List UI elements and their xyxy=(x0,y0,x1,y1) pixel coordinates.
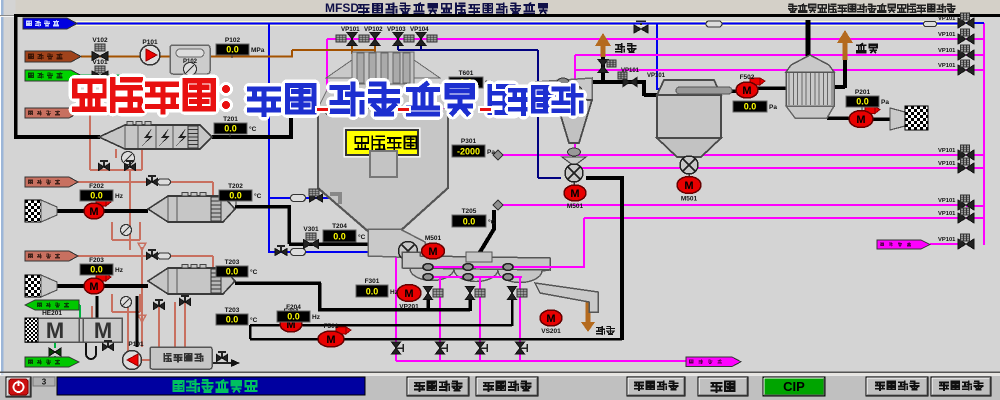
svg-text:0.0: 0.0 xyxy=(224,124,237,134)
svg-text:VP101: VP101 xyxy=(621,68,640,74)
svg-text:T203: T203 xyxy=(225,307,240,314)
svg-text:F204: F204 xyxy=(286,304,301,311)
svg-text:P301: P301 xyxy=(461,138,477,145)
svg-text:°C: °C xyxy=(250,268,258,276)
svg-text:-2000: -2000 xyxy=(457,147,480,157)
svg-text:VP101: VP101 xyxy=(341,26,360,33)
svg-text:Pa: Pa xyxy=(769,104,777,111)
svg-text:0.0: 0.0 xyxy=(366,287,379,297)
svg-text:M: M xyxy=(570,188,579,200)
svg-text:VP201: VP201 xyxy=(399,304,419,311)
svg-text:M501: M501 xyxy=(567,203,584,210)
svg-text:M: M xyxy=(89,281,98,293)
svg-text:F203: F203 xyxy=(89,257,104,264)
svg-text:°C: °C xyxy=(488,218,496,226)
svg-text:T202: T202 xyxy=(228,183,243,190)
svg-text:F202: F202 xyxy=(89,183,104,190)
svg-text:M: M xyxy=(404,288,413,300)
svg-text:Hz: Hz xyxy=(390,289,399,296)
svg-text:VP101: VP101 xyxy=(938,198,956,204)
svg-text:P101: P101 xyxy=(128,341,144,348)
svg-text:HE201: HE201 xyxy=(42,310,62,317)
svg-text:T204: T204 xyxy=(332,223,347,230)
svg-text:3: 3 xyxy=(42,378,47,387)
svg-text:0.0: 0.0 xyxy=(226,315,239,325)
svg-text:°C: °C xyxy=(358,233,366,241)
svg-text:CIP: CIP xyxy=(783,379,805,394)
svg-text:°C: °C xyxy=(254,192,262,200)
svg-text:VP101: VP101 xyxy=(938,161,956,167)
svg-text:V102: V102 xyxy=(92,37,108,44)
svg-text:0.0: 0.0 xyxy=(856,97,869,107)
svg-text:VP102: VP102 xyxy=(364,26,383,33)
svg-text:VP101: VP101 xyxy=(647,73,666,79)
svg-text:V101: V101 xyxy=(92,59,108,66)
svg-text:MFSD: MFSD xyxy=(325,1,359,15)
svg-text:T205: T205 xyxy=(462,208,477,215)
svg-text:M: M xyxy=(546,313,555,325)
svg-text:T601: T601 xyxy=(459,70,474,77)
svg-text:T203: T203 xyxy=(225,259,240,266)
svg-text:M: M xyxy=(89,206,98,218)
svg-text:0.0: 0.0 xyxy=(229,191,242,201)
svg-text:VP103: VP103 xyxy=(387,26,406,33)
svg-text:T201: T201 xyxy=(223,116,238,123)
svg-text:VP101: VP101 xyxy=(938,63,956,69)
svg-text:M501: M501 xyxy=(681,196,698,203)
svg-text:M: M xyxy=(286,319,295,331)
svg-text:°C: °C xyxy=(250,316,258,324)
svg-text:Hz: Hz xyxy=(115,193,124,200)
svg-text:VP101: VP101 xyxy=(938,148,956,154)
svg-text:0.0: 0.0 xyxy=(226,267,239,277)
svg-text:Hz: Hz xyxy=(312,314,321,321)
svg-text:0.0: 0.0 xyxy=(463,217,476,227)
svg-text:Pa: Pa xyxy=(881,99,889,106)
svg-text:M: M xyxy=(428,246,437,258)
svg-text:0.0: 0.0 xyxy=(287,312,300,322)
svg-text:M: M xyxy=(856,114,865,126)
svg-text:0.0: 0.0 xyxy=(744,102,757,112)
svg-text:VP101: VP101 xyxy=(938,211,956,217)
svg-text:M: M xyxy=(94,318,112,343)
svg-text:0.0: 0.0 xyxy=(333,232,346,242)
svg-text:VS201: VS201 xyxy=(541,328,561,335)
svg-text:VP101: VP101 xyxy=(938,48,956,54)
svg-text:F501: F501 xyxy=(324,323,339,330)
svg-text:V301: V301 xyxy=(303,226,319,233)
svg-text:VP104: VP104 xyxy=(410,26,429,33)
svg-text:M: M xyxy=(742,85,751,97)
svg-text:Pa: Pa xyxy=(487,149,495,156)
svg-text:°C: °C xyxy=(249,125,257,133)
svg-text:P201: P201 xyxy=(855,89,871,96)
svg-text:0.0: 0.0 xyxy=(226,45,239,55)
svg-text:VP101: VP101 xyxy=(938,16,956,22)
svg-text:0.0: 0.0 xyxy=(90,265,103,275)
svg-text:VP101: VP101 xyxy=(938,237,956,243)
svg-text:M: M xyxy=(684,180,693,192)
svg-text:VP101: VP101 xyxy=(938,32,956,38)
svg-text:P102: P102 xyxy=(225,37,241,44)
svg-text:0.0: 0.0 xyxy=(90,191,103,201)
svg-text:M: M xyxy=(46,318,64,343)
svg-text:Hz: Hz xyxy=(115,267,124,274)
svg-text:M501: M501 xyxy=(425,235,442,242)
svg-text:F502: F502 xyxy=(740,74,755,81)
svg-text:M: M xyxy=(326,334,335,346)
svg-text:MPa: MPa xyxy=(251,47,265,54)
svg-text:P101: P101 xyxy=(142,39,158,46)
svg-text:F301: F301 xyxy=(365,278,380,285)
